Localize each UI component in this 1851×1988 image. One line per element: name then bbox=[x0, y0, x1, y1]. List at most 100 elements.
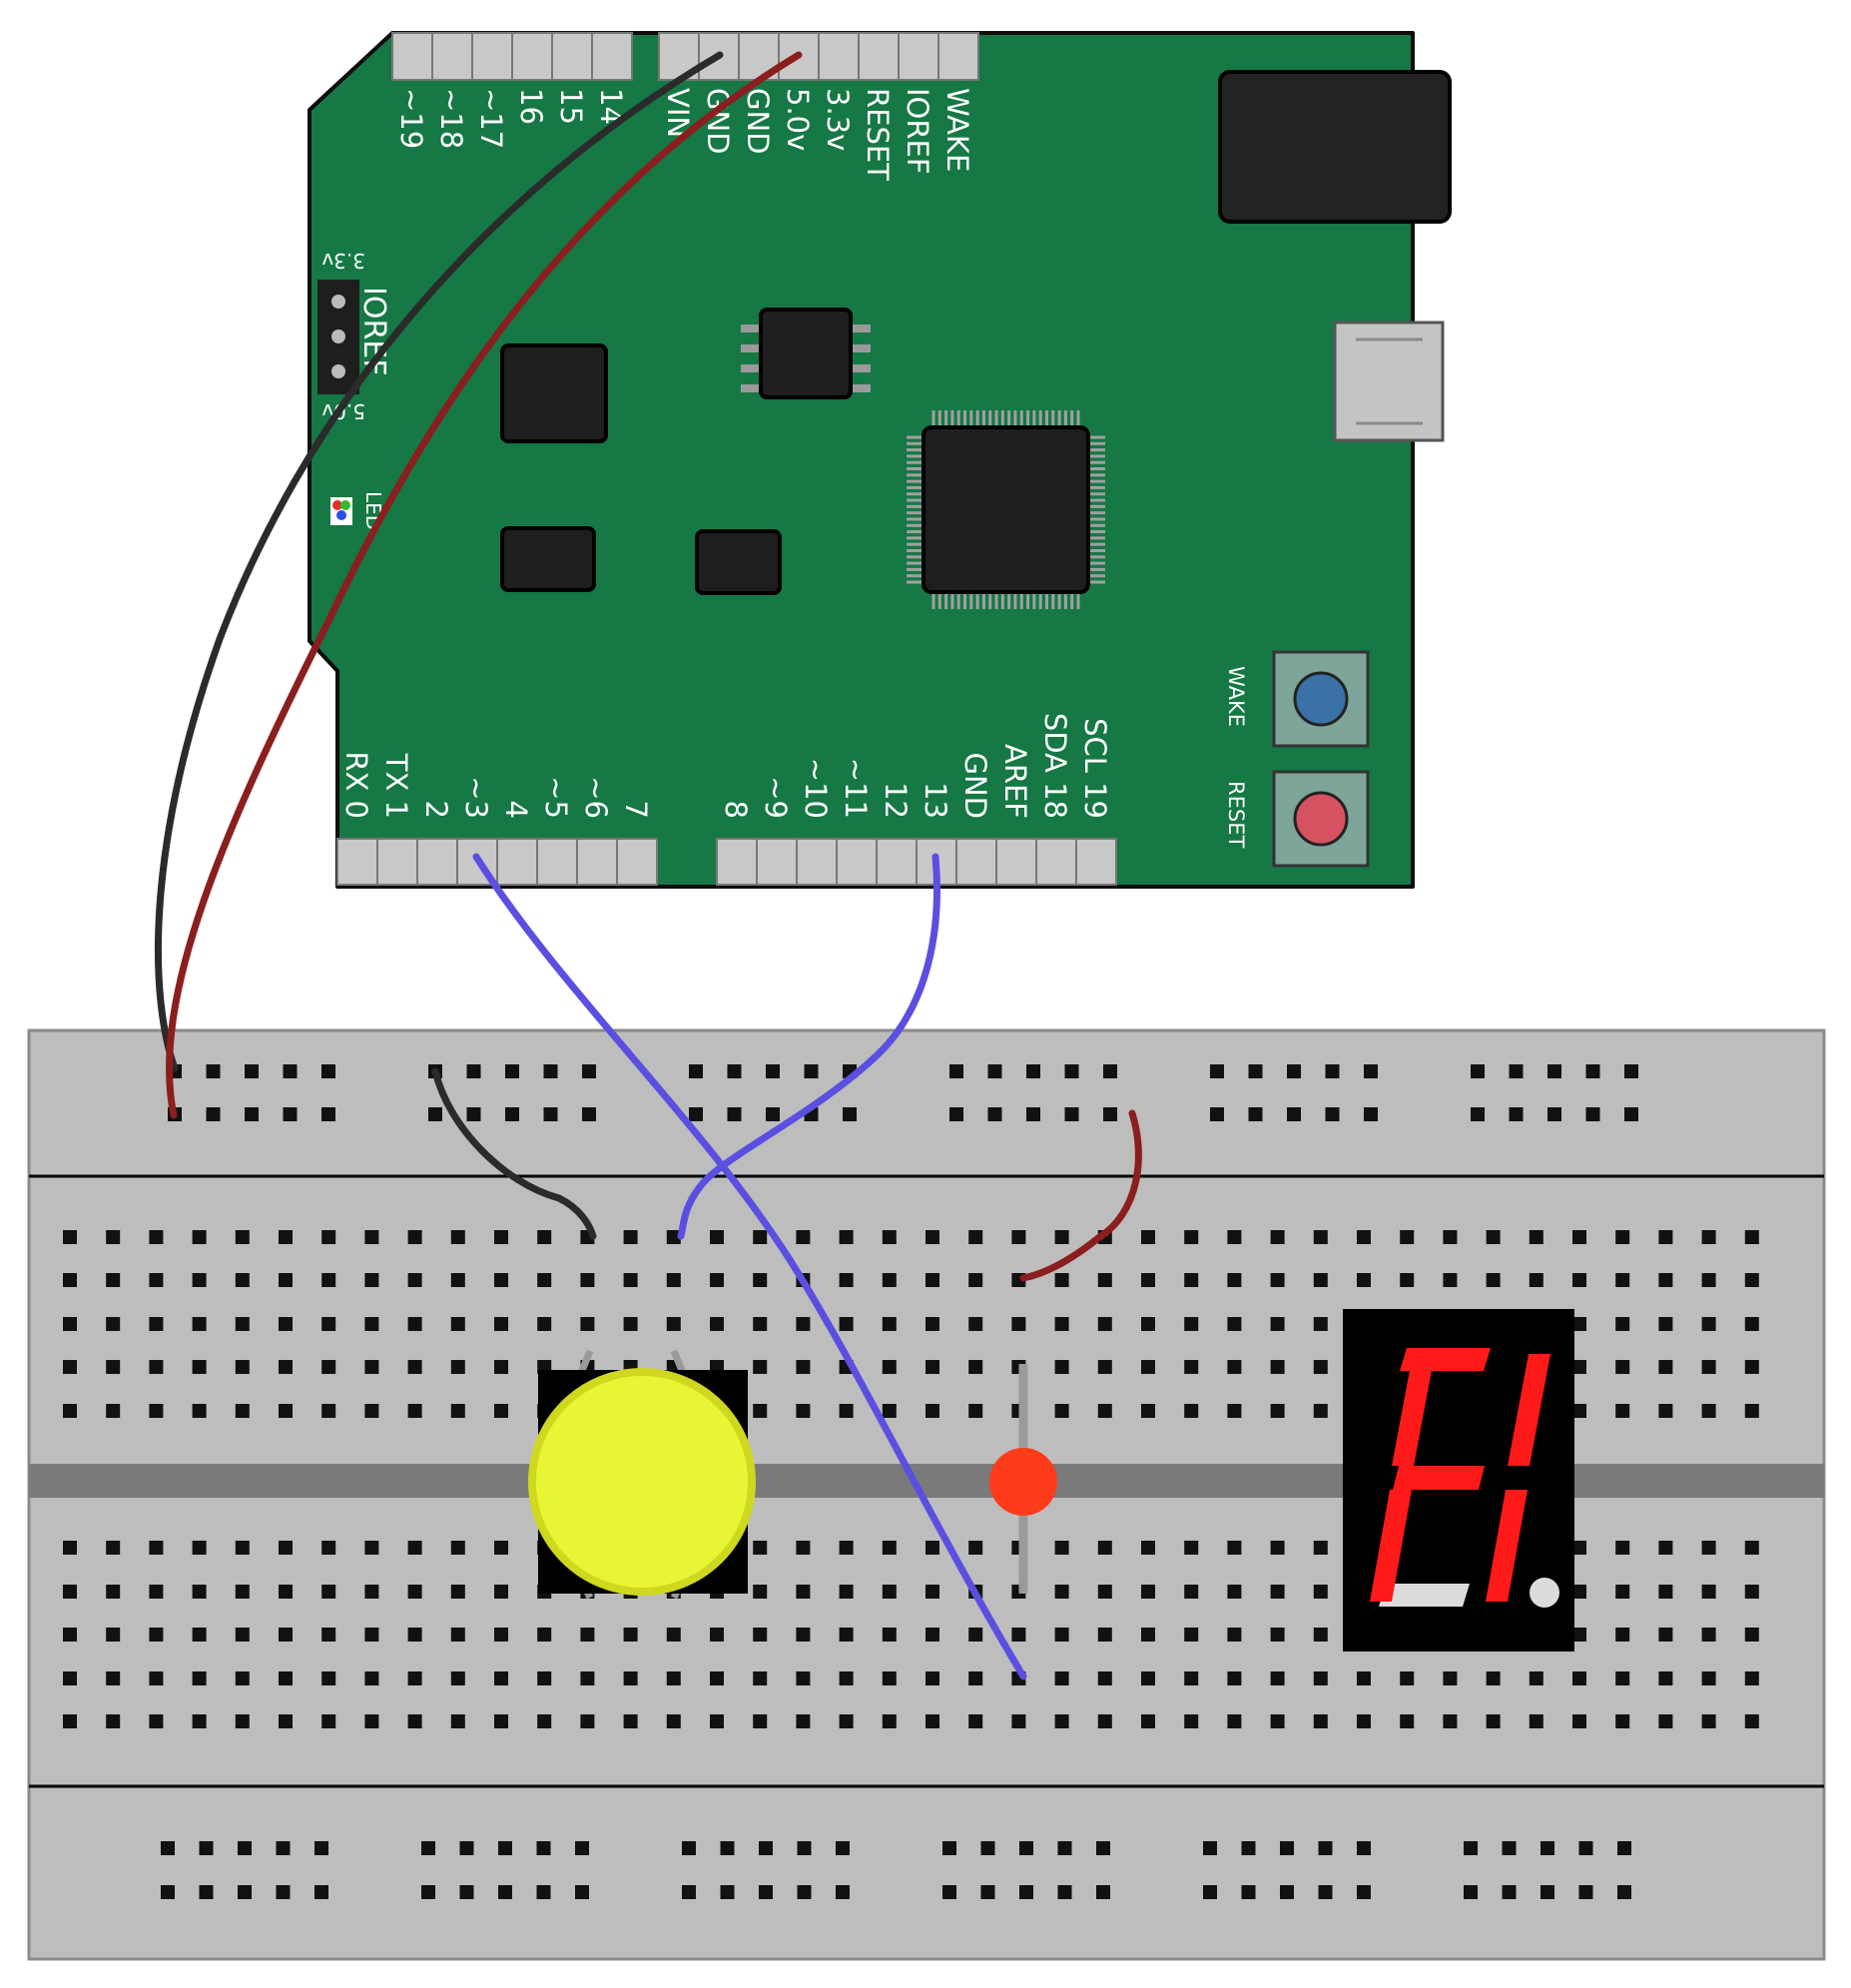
header-pin-bottom-high-8[interactable] bbox=[1035, 838, 1077, 886]
components bbox=[528, 1309, 1574, 1652]
header-pin-power-6[interactable] bbox=[898, 32, 939, 81]
main-mcu-chip bbox=[907, 410, 1105, 609]
breadboard-holes bbox=[63, 1064, 1759, 1899]
wire-gnd-board-to-rail bbox=[154, 51, 724, 1072]
wire-5v-rail-to-led bbox=[1019, 1109, 1142, 1282]
pin-label: ~3 bbox=[459, 776, 493, 819]
header-pin-bottom-digital-5[interactable] bbox=[536, 838, 578, 886]
pin-label: ~18 bbox=[434, 88, 468, 149]
header-pin-bottom-high-7[interactable] bbox=[995, 838, 1037, 886]
segment-b bbox=[1508, 1354, 1550, 1466]
pin-label: RESET bbox=[861, 88, 895, 181]
chip-small-right bbox=[695, 529, 782, 595]
pushbutton-cap[interactable] bbox=[528, 1368, 756, 1596]
pin-label: AREF bbox=[998, 744, 1032, 819]
pin-label: 4 bbox=[499, 801, 533, 819]
segment-c bbox=[1486, 1490, 1528, 1602]
wire-pin13-to-button bbox=[677, 853, 940, 1240]
pin-label: ~11 bbox=[839, 758, 873, 819]
header-pin-bottom-high-4[interactable] bbox=[876, 838, 918, 886]
pin-label: ~9 bbox=[759, 776, 793, 819]
wake-button[interactable] bbox=[1293, 671, 1349, 727]
pin-label: ~6 bbox=[579, 776, 613, 819]
led-dome bbox=[989, 1448, 1057, 1516]
header-pin-bottom-high-9[interactable] bbox=[1075, 838, 1117, 886]
segment-d bbox=[1379, 1584, 1470, 1607]
dc-power-jack bbox=[1218, 70, 1452, 224]
header-pin-top-digital-4[interactable] bbox=[551, 32, 593, 81]
header-pin-bottom-high-3[interactable] bbox=[836, 838, 878, 886]
header-pin-top-digital-0[interactable] bbox=[391, 32, 433, 81]
pin-label: 15 bbox=[554, 88, 588, 125]
pin-label: ~10 bbox=[799, 758, 833, 819]
chip-square bbox=[500, 343, 608, 443]
segment-dp bbox=[1530, 1578, 1559, 1608]
pin-label: 8 bbox=[719, 801, 753, 819]
pin-label: 12 bbox=[879, 782, 913, 819]
ioref-3v3-label: 3.3v bbox=[321, 249, 365, 273]
header-pin-bottom-digital-0[interactable] bbox=[336, 838, 378, 886]
pin-label: 13 bbox=[919, 782, 952, 819]
pin-label: SDA 18 bbox=[1038, 713, 1072, 819]
header-top-power bbox=[658, 32, 979, 81]
header-pin-bottom-digital-2[interactable] bbox=[416, 838, 458, 886]
header-bottom-digital-8-19 bbox=[716, 838, 1117, 886]
pin-label: 2 bbox=[419, 801, 453, 819]
pin-label: ~5 bbox=[539, 776, 573, 819]
header-pin-bottom-digital-7[interactable] bbox=[616, 838, 658, 886]
reset-button[interactable] bbox=[1293, 791, 1349, 847]
header-top-digital bbox=[391, 32, 633, 81]
header-pin-bottom-digital-3[interactable] bbox=[456, 838, 498, 886]
header-pin-bottom-high-1[interactable] bbox=[756, 838, 798, 886]
header-pin-bottom-high-0[interactable] bbox=[716, 838, 758, 886]
pin-label: RX 0 bbox=[339, 751, 373, 819]
wake-label: WAKE bbox=[1224, 666, 1248, 727]
segment-e bbox=[1370, 1490, 1412, 1602]
pin-label: 7 bbox=[619, 801, 653, 819]
chip-small-left bbox=[500, 526, 596, 592]
pin-label: WAKE bbox=[940, 88, 974, 172]
led bbox=[989, 1364, 1057, 1594]
header-pin-top-digital-5[interactable] bbox=[591, 32, 633, 81]
pin-label: ~19 bbox=[394, 88, 428, 149]
header-pin-bottom-high-6[interactable] bbox=[955, 838, 997, 886]
pin-label: 16 bbox=[514, 88, 548, 125]
segment-g bbox=[1393, 1466, 1485, 1490]
header-pin-power-4[interactable] bbox=[818, 32, 860, 81]
usb-connector bbox=[1333, 321, 1445, 442]
reset-label: RESET bbox=[1224, 781, 1248, 848]
pin-label: IOREF bbox=[901, 88, 934, 175]
pin-label: 3.3v bbox=[821, 88, 855, 151]
header-pin-bottom-digital-1[interactable] bbox=[376, 838, 418, 886]
wires bbox=[154, 51, 1142, 1680]
pin-label: SCL 19 bbox=[1078, 718, 1112, 819]
pin-label: ~17 bbox=[474, 88, 508, 149]
header-pin-bottom-digital-4[interactable] bbox=[496, 838, 538, 886]
header-bottom-digital-0-7 bbox=[336, 838, 658, 886]
wire-gnd-rail-to-button bbox=[431, 1067, 597, 1240]
pin-label: GND bbox=[741, 88, 775, 155]
header-pin-power-7[interactable] bbox=[937, 32, 979, 81]
wire-5v-board-to-rail bbox=[166, 51, 803, 1119]
tactile-pushbutton[interactable] bbox=[528, 1349, 756, 1600]
seven-segment-display bbox=[1343, 1309, 1574, 1652]
header-pin-bottom-digital-6[interactable] bbox=[576, 838, 618, 886]
wire-pin3-to-led bbox=[472, 853, 1027, 1680]
header-pin-top-digital-3[interactable] bbox=[511, 32, 553, 81]
pin-label: 5.0v bbox=[781, 88, 815, 151]
header-pin-bottom-high-2[interactable] bbox=[796, 838, 838, 886]
rgb-led-indicator bbox=[330, 497, 352, 525]
header-pin-top-digital-2[interactable] bbox=[471, 32, 513, 81]
header-pin-top-digital-1[interactable] bbox=[431, 32, 473, 81]
segment-f bbox=[1392, 1354, 1435, 1466]
chip-soic8 bbox=[741, 308, 871, 399]
pin-label: TX 1 bbox=[379, 753, 413, 819]
header-pin-power-5[interactable] bbox=[858, 32, 900, 81]
